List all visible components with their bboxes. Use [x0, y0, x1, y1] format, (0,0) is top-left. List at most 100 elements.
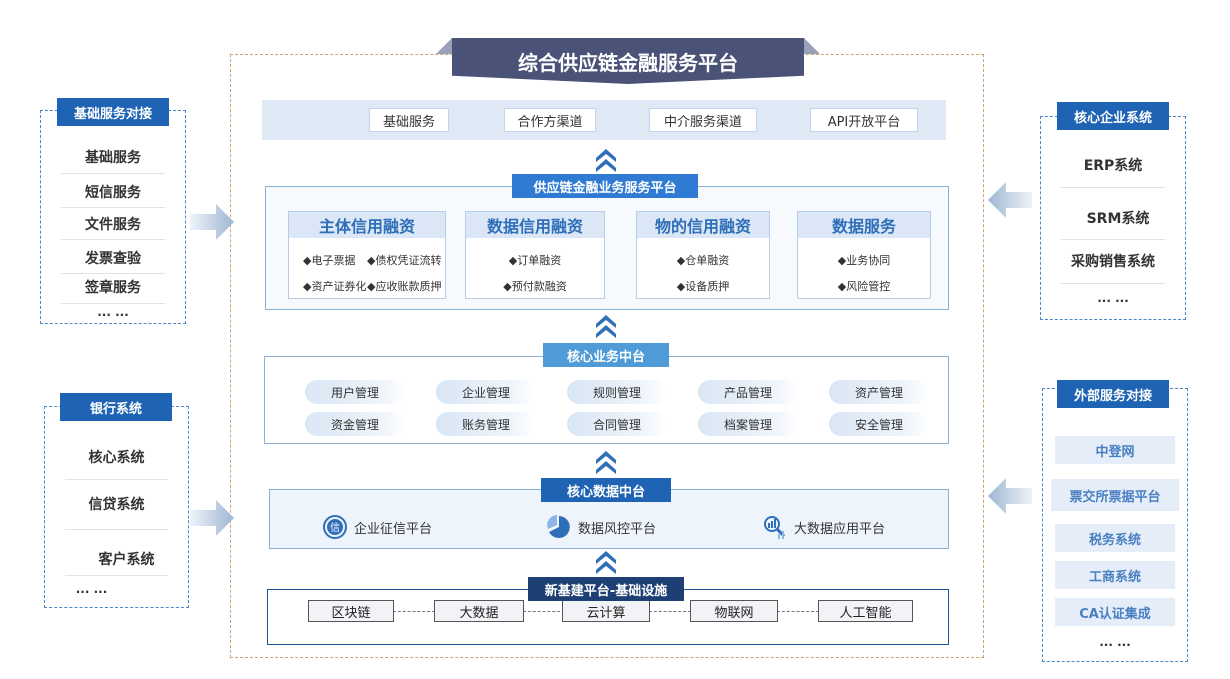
business-platform-tag: 供应链金融业务服务平台 — [512, 174, 698, 198]
business-middle-section: 用户管理 企业管理 规则管理 产品管理 资产管理 资金管理 账务管理 合同管理 … — [264, 356, 949, 444]
panel-item: 签章服务 — [85, 280, 141, 296]
card-title: 物的信用融资 — [637, 212, 769, 238]
chevron-up-icon — [595, 146, 617, 172]
more-indicator: ... ... — [97, 305, 129, 319]
connector-line — [393, 611, 435, 612]
divider — [61, 273, 165, 274]
module-rule-management: 规则管理 — [567, 380, 667, 404]
pie-chart-icon — [547, 515, 570, 538]
divider — [65, 479, 168, 480]
ext-item-tax: 税务系统 — [1055, 524, 1175, 552]
divider — [1061, 283, 1165, 284]
panel-item: 文件服务 — [85, 217, 141, 233]
divider — [1061, 239, 1165, 240]
infra-blockchain: 区块链 — [308, 600, 394, 622]
panel-item: 发票查验 — [85, 251, 141, 267]
module-fund-management: 资金管理 — [305, 412, 405, 436]
panel-item: ERP系统 — [1083, 158, 1143, 174]
infra-cloud: 云计算 — [562, 600, 650, 622]
bank-system-panel: 核心系统 信贷系统 客户系统 ... ... — [44, 406, 189, 608]
connector-line — [649, 611, 691, 612]
card-data-service: 数据服务 ◆业务协同 ◆风险管控 — [797, 211, 931, 299]
card-item: ◆债权凭证流转 — [367, 254, 442, 267]
bank-system-tag: 银行系统 — [60, 393, 172, 421]
module-asset-management: 资产管理 — [829, 380, 929, 404]
channel-partner: 合作方渠道 — [504, 108, 596, 132]
data-item-risk: 数据风控平台 — [546, 514, 656, 540]
card-item: ◆资产证券化 — [303, 280, 367, 293]
module-product-management: 产品管理 — [698, 380, 798, 404]
card-item: ◆仓单融资 — [676, 254, 730, 267]
card-data-credit: 数据信用融资 ◆订单融资 ◆预付款融资 — [465, 211, 605, 299]
card-item: ◆电子票据 — [303, 254, 356, 267]
chevron-up-icon — [595, 548, 617, 574]
module-security-management: 安全管理 — [829, 412, 929, 436]
more-indicator: ... ... — [1097, 291, 1129, 305]
divider — [61, 239, 165, 240]
data-item-bigdata: 大数据应用平台 — [762, 514, 885, 540]
ext-item-bill-exchange: 票交所票据平台 — [1051, 479, 1179, 511]
panel-item: 客户系统 — [98, 552, 155, 568]
divider — [65, 575, 168, 576]
divider — [61, 303, 165, 304]
connector-line — [523, 611, 565, 612]
panel-item: 基础服务 — [85, 150, 141, 166]
credit-icon: 信 — [323, 515, 347, 539]
card-item: ◆风险管控 — [837, 280, 891, 293]
card-title: 主体信用融资 — [289, 212, 445, 238]
ext-item-ca: CA认证集成 — [1055, 598, 1175, 626]
data-item-label: 数据风控平台 — [578, 521, 657, 537]
module-user-management: 用户管理 — [305, 380, 405, 404]
divider — [1061, 187, 1165, 188]
panel-item: 采购销售系统 — [1071, 254, 1155, 270]
analytics-icon — [764, 516, 786, 539]
card-item: ◆设备质押 — [676, 280, 730, 293]
core-enterprise-panel: ERP系统 SRM系统 采购销售系统 ... ... — [1040, 116, 1186, 320]
arrow-left-icon — [988, 476, 1032, 516]
module-contract-management: 合同管理 — [567, 412, 667, 436]
channel-intermediary: 中介服务渠道 — [649, 108, 757, 132]
business-middle-tag: 核心业务中台 — [543, 343, 669, 367]
arrow-right-icon — [190, 202, 234, 242]
module-accounting-management: 账务管理 — [436, 412, 536, 436]
divider — [65, 529, 168, 530]
more-indicator: ... ... — [1099, 635, 1131, 649]
card-title: 数据信用融资 — [466, 212, 604, 238]
chevron-up-icon — [595, 448, 617, 474]
data-item-label: 企业征信平台 — [354, 521, 433, 537]
divider — [61, 207, 165, 208]
channel-basic-service: 基础服务 — [369, 108, 449, 132]
panel-item: 核心系统 — [88, 450, 145, 466]
infra-iot: 物联网 — [690, 600, 778, 622]
divider — [61, 173, 165, 174]
chevron-up-icon — [595, 312, 617, 338]
arrow-left-icon — [988, 180, 1032, 220]
data-item-label: 大数据应用平台 — [794, 521, 886, 537]
external-service-panel: 中登网 票交所票据平台 税务系统 工商系统 CA认证集成 ... ... — [1042, 388, 1188, 662]
business-platform-section: 主体信用融资 ◆电子票据 ◆债权凭证流转 ◆资产证券化 ◆应收账款质押 数据信用… — [265, 186, 949, 310]
infra-ai: 人工智能 — [818, 600, 913, 622]
arrow-right-icon — [190, 498, 234, 538]
data-item-credit: 信 企业征信平台 — [322, 514, 432, 540]
svg-text:信: 信 — [330, 522, 340, 534]
panel-item: SRM系统 — [1086, 211, 1150, 227]
channel-bar: 基础服务 合作方渠道 中介服务渠道 API开放平台 — [262, 100, 946, 140]
basic-service-tag: 基础服务对接 — [57, 98, 169, 126]
module-enterprise-management: 企业管理 — [436, 380, 536, 404]
channel-api-platform: API开放平台 — [810, 108, 918, 132]
page-title: 综合供应链金融服务平台 — [452, 38, 804, 84]
connector-line — [777, 611, 819, 612]
external-service-tag: 外部服务对接 — [1057, 380, 1169, 408]
infrastructure-tag: 新基建平台-基础设施 — [528, 577, 684, 601]
panel-item: 短信服务 — [85, 185, 141, 201]
infra-bigdata: 大数据 — [434, 600, 524, 622]
card-asset-credit: 物的信用融资 ◆仓单融资 ◆设备质押 — [636, 211, 770, 299]
card-item: ◆业务协同 — [837, 254, 891, 267]
card-subject-credit: 主体信用融资 ◆电子票据 ◆债权凭证流转 ◆资产证券化 ◆应收账款质押 — [288, 211, 446, 299]
ext-item-commerce: 工商系统 — [1055, 561, 1175, 589]
card-item: ◆预付款融资 — [503, 280, 567, 293]
data-middle-tag: 核心数据中台 — [541, 478, 671, 502]
card-item: ◆应收账款质押 — [367, 280, 442, 293]
banner-wing-left — [436, 38, 452, 54]
panel-item: 信贷系统 — [88, 497, 145, 513]
